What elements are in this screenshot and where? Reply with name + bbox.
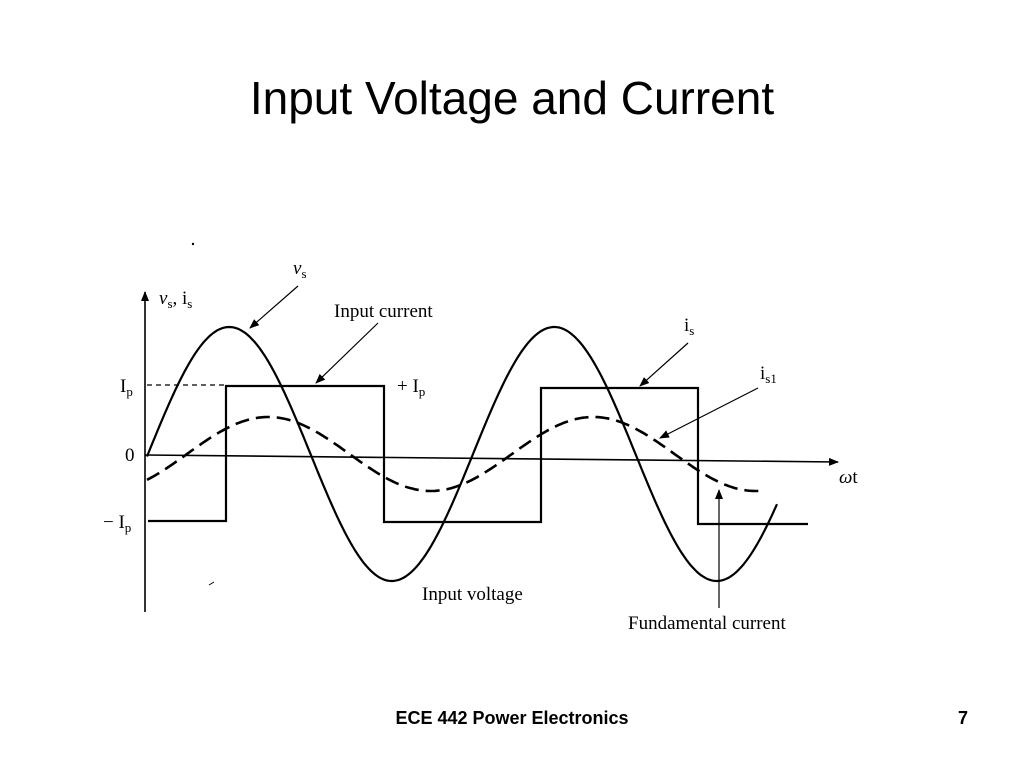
scan-speck <box>208 581 215 586</box>
tick-label-zero: 0 <box>125 445 135 466</box>
x-axis <box>144 454 839 466</box>
input-voltage-callout-label: Input voltage <box>422 584 523 605</box>
input-voltage-wave <box>145 325 779 583</box>
is-callout-label: is <box>684 315 694 338</box>
footer-course-name: ECE 442 Power Electronics <box>395 708 629 728</box>
vs-callout-label: vs <box>293 258 307 281</box>
is-callout-arrow <box>639 342 689 387</box>
scan-speck <box>191 242 195 246</box>
plus-ip-label: + Ip <box>397 376 425 399</box>
tick-label-neg-ip: − Ip <box>103 512 131 535</box>
y-axis-label: vs, is <box>159 288 192 311</box>
vs-callout-arrow <box>249 285 299 329</box>
is1-callout-arrow <box>659 387 759 439</box>
tick-label-ip: Ip <box>120 376 133 399</box>
fundamental-callout-label: Fundamental current <box>628 613 786 634</box>
input-current-wave <box>148 384 808 526</box>
input-current-callout-label: Input current <box>334 301 433 322</box>
fundamental-current-wave <box>146 415 764 493</box>
is1-callout-label: is1 <box>760 363 777 386</box>
x-axis-label: ωt <box>839 467 858 488</box>
page-number: 7 <box>957 708 968 728</box>
slide-title: Input Voltage and Current <box>249 72 775 124</box>
input-current-callout-arrow <box>315 322 379 384</box>
